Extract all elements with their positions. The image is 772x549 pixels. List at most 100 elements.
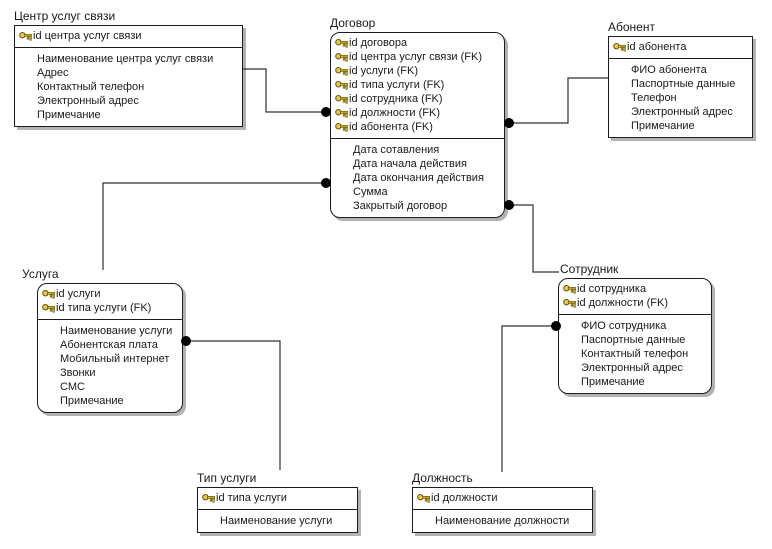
key-icon bbox=[335, 108, 348, 118]
attribute: ФИО сотрудника bbox=[581, 320, 667, 332]
attribute: Примечание bbox=[60, 395, 124, 407]
relationship-line-usluga-dogovor[interactable] bbox=[102, 182, 329, 270]
key-section: id договора id центра услуг связи (FK) i… bbox=[331, 33, 504, 139]
key-attribute: id должности (FK) bbox=[559, 296, 711, 310]
key-attribute-label: id сотрудника bbox=[577, 283, 647, 295]
key-section: id центра услуг связи bbox=[15, 26, 242, 48]
attribute: Примечание bbox=[631, 120, 695, 132]
entity-abonent[interactable]: Абонент id абонента ФИО абонента Паспорт… bbox=[608, 20, 753, 138]
key-section: id типа услуги bbox=[198, 488, 357, 510]
entity-box[interactable]: id услуги id типа услуги (FK) Наименован… bbox=[37, 283, 183, 413]
key-attribute: id сотрудника bbox=[559, 282, 711, 296]
key-attribute-label: id типа услуги bbox=[216, 492, 287, 504]
key-icon bbox=[335, 38, 348, 48]
key-attribute: id должности (FK) bbox=[331, 106, 504, 120]
key-section: id абонента bbox=[609, 37, 752, 59]
relationship-line-tip-uslugi-usluga[interactable] bbox=[184, 340, 281, 470]
entity-title: Должность bbox=[412, 471, 473, 485]
entity-title: Услуга bbox=[22, 267, 59, 281]
key-icon bbox=[335, 122, 348, 132]
entity-usluga[interactable]: Услуга id услуги id типа услуги (FK) Наи… bbox=[22, 267, 183, 413]
key-icon bbox=[335, 80, 348, 90]
key-attribute: id абонента (FK) bbox=[331, 120, 504, 134]
key-attribute: id центра услуг связи (FK) bbox=[331, 50, 504, 64]
entity-box[interactable]: id центра услуг связи Наименование центр… bbox=[14, 25, 243, 127]
attribute: Наименование должности bbox=[435, 515, 570, 527]
key-attribute-label: id услуги (FK) bbox=[349, 65, 419, 77]
entity-centr-uslug-svyazi[interactable]: Центр услуг связи id центра услуг связи … bbox=[14, 9, 243, 127]
attribute: Наименование услуги bbox=[60, 325, 173, 337]
entity-box[interactable]: id абонента ФИО абонента Паспортные данн… bbox=[608, 36, 753, 138]
key-attribute-label: id договора bbox=[349, 37, 408, 49]
key-attribute-label: id должности bbox=[431, 492, 498, 504]
key-attribute: id типа услуги (FK) bbox=[38, 301, 182, 315]
attribute: Контактный телефон bbox=[37, 81, 145, 93]
attribute: Наименование центра услуг связи bbox=[37, 53, 214, 65]
key-attribute: id центра услуг связи bbox=[15, 29, 242, 43]
attribute: Наименование услуги bbox=[220, 515, 333, 527]
entity-dogovor[interactable]: Договор id договора id центра услуг связ… bbox=[330, 16, 505, 218]
key-attribute: id услуги bbox=[38, 287, 182, 301]
attribute: Дата сотавления bbox=[353, 144, 440, 156]
attribute: Мобильный интернет bbox=[60, 353, 170, 365]
key-attribute-label: id услуги bbox=[56, 288, 101, 300]
attribute: Электронный адрес bbox=[37, 95, 139, 107]
relationship-line-centr-dogovor[interactable] bbox=[243, 68, 329, 113]
key-attribute: id типа услуги bbox=[198, 491, 357, 505]
key-attribute-label: id абонента (FK) bbox=[349, 121, 433, 133]
relationship-line-abonent-dogovor[interactable] bbox=[506, 77, 608, 124]
attribute: Сумма bbox=[353, 186, 388, 198]
key-attribute-label: id должности (FK) bbox=[349, 107, 441, 119]
key-icon bbox=[202, 493, 215, 503]
key-attribute-label: id должности (FK) bbox=[577, 297, 669, 309]
attribute: СМС bbox=[60, 381, 85, 393]
relationship-line-dolzhnost-sotrudnik[interactable] bbox=[501, 325, 557, 472]
attribute: Дата начала действия bbox=[353, 158, 467, 170]
key-icon bbox=[335, 66, 348, 76]
attribute-section: Наименование услуги Абонентская плата Мо… bbox=[38, 320, 182, 412]
attribute: Абонентская плата bbox=[60, 339, 158, 351]
attribute: Телефон bbox=[631, 92, 677, 104]
key-section: id сотрудника id должности (FK) bbox=[559, 279, 711, 315]
key-attribute-label: id центра услуг связи bbox=[33, 30, 142, 42]
key-icon bbox=[42, 289, 55, 299]
entity-title: Абонент bbox=[608, 20, 655, 34]
attribute-section: Дата сотавления Дата начала действия Дат… bbox=[331, 139, 504, 217]
key-attribute: id договора bbox=[331, 36, 504, 50]
attribute-section: Наименование должности bbox=[413, 510, 592, 532]
key-icon bbox=[563, 298, 576, 308]
key-icon bbox=[335, 52, 348, 62]
key-section: id услуги id типа услуги (FK) bbox=[38, 284, 182, 320]
entity-dolzhnost[interactable]: Должность id должности Наименование долж… bbox=[412, 471, 593, 533]
entity-tip-uslugi[interactable]: Тип услуги id типа услуги Наименование у… bbox=[197, 471, 358, 533]
entity-title: Сотрудник bbox=[560, 262, 619, 276]
relationship-line-sotrudnik-dogovor[interactable] bbox=[506, 204, 559, 273]
key-icon bbox=[19, 31, 32, 41]
key-icon bbox=[613, 42, 626, 52]
attribute: ФИО абонента bbox=[631, 64, 707, 76]
entity-title: Тип услуги bbox=[197, 471, 257, 485]
entity-box[interactable]: id должности Наименование должности bbox=[412, 487, 593, 533]
key-attribute: id услуги (FK) bbox=[331, 64, 504, 78]
attribute: Контактный телефон bbox=[581, 348, 689, 360]
key-attribute: id типа услуги (FK) bbox=[331, 78, 504, 92]
key-attribute-label: id центра услуг связи (FK) bbox=[349, 51, 482, 63]
attribute: Звонки bbox=[60, 367, 96, 379]
key-attribute-label: id сотрудника (FK) bbox=[349, 93, 443, 105]
attribute-section: Наименование услуги bbox=[198, 510, 357, 532]
entity-sotrudnik[interactable]: Сотрудник id сотрудника id должности (FK… bbox=[558, 262, 712, 394]
entity-box[interactable]: id типа услуги Наименование услуги bbox=[197, 487, 358, 533]
attribute: Паспортные данные bbox=[581, 334, 686, 346]
attribute: Электронный адрес bbox=[631, 106, 733, 118]
key-icon bbox=[42, 303, 55, 313]
entity-box[interactable]: id договора id центра услуг связи (FK) i… bbox=[330, 32, 505, 218]
entity-box[interactable]: id сотрудника id должности (FK) ФИО сотр… bbox=[558, 278, 712, 394]
attribute: Электронный адрес bbox=[581, 362, 683, 374]
attribute-section: ФИО сотрудника Паспортные данные Контакт… bbox=[559, 315, 711, 393]
key-attribute: id абонента bbox=[609, 40, 752, 54]
key-attribute-label: id абонента bbox=[627, 41, 687, 53]
attribute-section: ФИО абонента Паспортные данные Телефон Э… bbox=[609, 59, 752, 137]
attribute: Примечание bbox=[581, 376, 645, 388]
key-icon bbox=[417, 493, 430, 503]
